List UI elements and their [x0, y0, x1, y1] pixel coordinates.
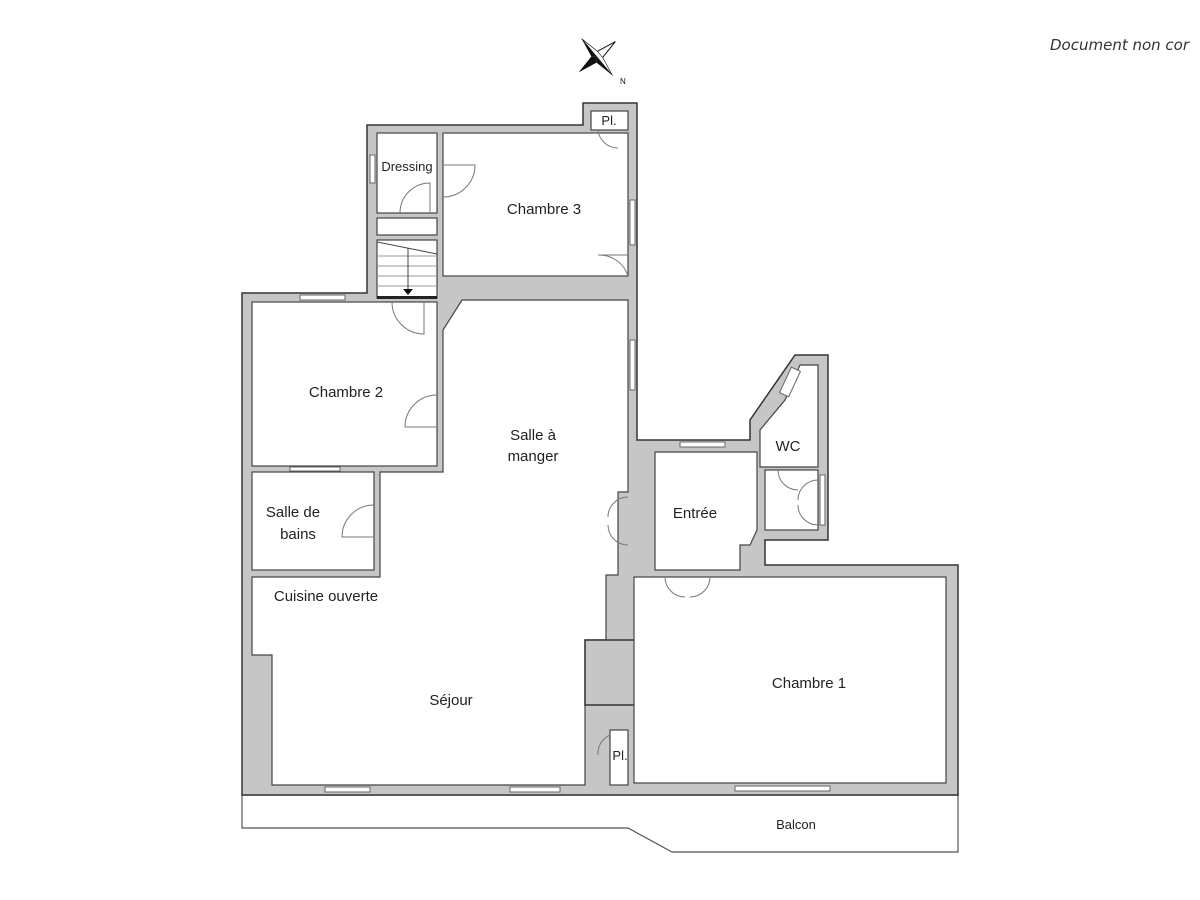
label-balcon: Balcon — [776, 817, 816, 832]
label-salle-de-bains-1: Salle de — [266, 504, 320, 521]
disclaimer-text: Document non cor — [1050, 36, 1190, 54]
label-entree: Entrée — [673, 505, 717, 522]
staircase — [376, 239, 438, 299]
room-wc — [759, 364, 819, 468]
label-dressing: Dressing — [381, 159, 432, 174]
room-chambre-1 — [633, 576, 947, 784]
label-chambre-3: Chambre 3 — [507, 201, 581, 218]
label-salle-a-manger-2: manger — [508, 448, 559, 465]
compass-rose-icon — [578, 38, 616, 76]
room-placard-bottom — [609, 729, 629, 786]
room-placard-top — [590, 110, 629, 131]
label-cuisine: Cuisine ouverte — [274, 588, 378, 605]
room-chambre-3 — [442, 132, 629, 277]
room-sejour-salle-a-manger — [251, 299, 629, 786]
room-dressing — [376, 132, 438, 214]
label-wc: WC — [776, 438, 801, 455]
wc-corridor — [764, 469, 819, 531]
north-label: N — [620, 77, 626, 86]
label-sejour: Séjour — [429, 692, 472, 709]
label-chambre-2: Chambre 2 — [309, 384, 383, 401]
label-placard-top: Pl. — [601, 113, 616, 128]
room-chambre-2 — [251, 301, 438, 467]
balcony — [241, 794, 959, 853]
label-salle-a-manger-1: Salle à — [510, 427, 557, 444]
room-salle-de-bains — [251, 471, 375, 571]
label-placard-bottom: Pl. — [612, 748, 627, 763]
doors — [341, 129, 819, 756]
room-entree — [654, 451, 758, 571]
label-salle-de-bains-2: bains — [280, 526, 316, 543]
storage — [376, 217, 438, 236]
label-chambre-1: Chambre 1 — [772, 675, 846, 692]
windows — [289, 154, 831, 793]
